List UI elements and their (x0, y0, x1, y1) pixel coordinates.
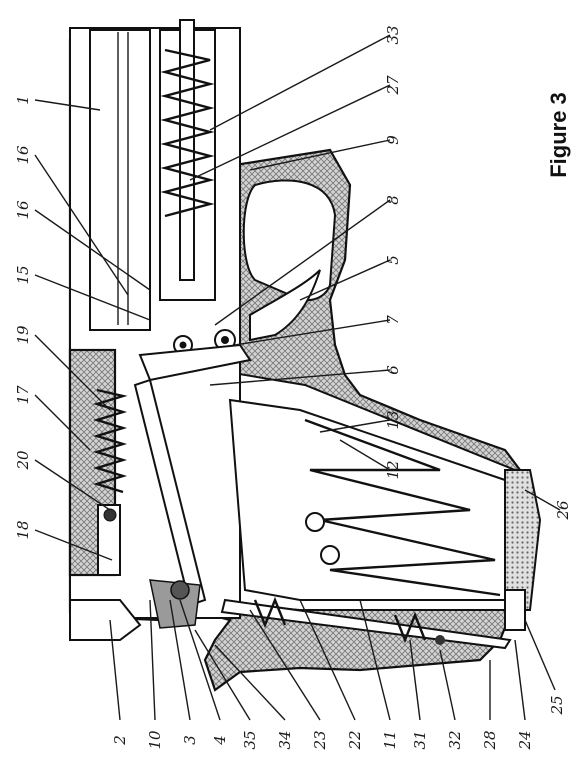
mainspring (253, 596, 427, 644)
trigger (249, 269, 321, 342)
callout-24: 24 (516, 730, 534, 750)
callout-32: 32 (446, 730, 464, 749)
callout-23: 23 (311, 730, 329, 750)
callout-19: 19 (14, 325, 32, 345)
callout-16a: 16 (14, 145, 32, 165)
callout-9: 9 (384, 135, 402, 145)
firing-pin-spring (92, 388, 128, 494)
callout-6: 6 (384, 365, 402, 375)
callout-3: 3 (181, 735, 199, 745)
grip-screw (435, 635, 445, 645)
trigger-guard-opening (242, 179, 337, 302)
callout-12: 12 (384, 460, 402, 479)
callout-27: 27 (384, 75, 402, 96)
rear-sight (69, 599, 142, 641)
callout-4: 4 (211, 735, 229, 746)
callout-35: 35 (241, 730, 259, 749)
callout-16b: 16 (14, 200, 32, 220)
callout-8: 8 (384, 195, 402, 205)
magazine-hole-1 (305, 512, 325, 532)
callouts-bottom: 2 10 3 4 35 34 23 22 11 31 32 28 24 25 (111, 695, 566, 750)
callout-17: 17 (14, 385, 32, 405)
mainspring-plug (504, 589, 526, 631)
callouts-right: 33 27 9 8 5 7 6 13 12 26 (384, 25, 572, 520)
firing-pin-screw (103, 508, 117, 522)
callout-22: 22 (346, 730, 364, 750)
figure-caption: Figure 3 (546, 92, 571, 178)
callout-13: 13 (384, 410, 402, 429)
magazine-hole-2 (320, 545, 340, 565)
callout-5: 5 (384, 255, 402, 265)
trigger-bar (138, 343, 252, 382)
firing-pin (97, 504, 121, 576)
slide-assembly (68, 19, 241, 641)
leader-lines (34, 34, 561, 721)
callout-15: 15 (14, 265, 32, 284)
callout-20: 20 (14, 450, 32, 471)
callout-2: 2 (111, 735, 129, 746)
callout-11: 11 (381, 730, 399, 749)
callout-18: 18 (14, 520, 32, 539)
callouts-top: 1 16 16 15 19 17 20 18 (14, 95, 32, 539)
trigger-mechanism (133, 269, 330, 629)
magazine (228, 398, 542, 611)
callout-33: 33 (384, 25, 402, 44)
callout-34: 34 (276, 730, 294, 749)
magazine-spring (304, 418, 501, 597)
barrel (89, 29, 151, 331)
callout-26: 26 (554, 500, 572, 521)
callout-7: 7 (384, 315, 402, 325)
callout-25: 25 (548, 695, 566, 715)
callout-31: 31 (411, 730, 429, 749)
magazine-base-plate (504, 469, 542, 611)
callout-10: 10 (146, 730, 164, 750)
recoil-spring (160, 48, 215, 218)
callout-28: 28 (481, 730, 499, 750)
hammer-pin (170, 580, 190, 600)
callout-1: 1 (14, 95, 32, 105)
